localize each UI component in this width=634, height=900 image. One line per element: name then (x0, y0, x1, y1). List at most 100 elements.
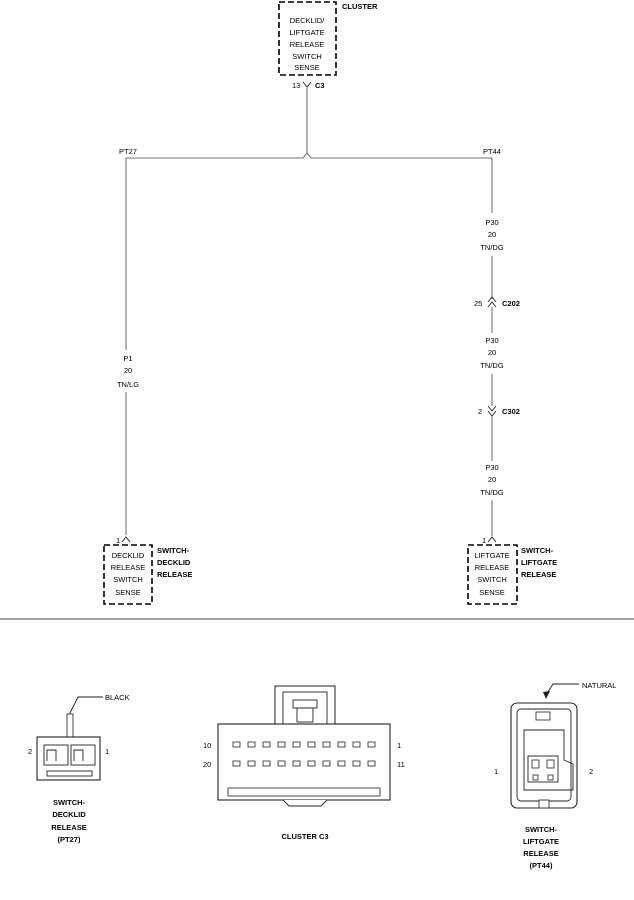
cluster-pin-number: 13 (292, 81, 300, 90)
natural-color-label: NATURAL (582, 681, 616, 690)
pt27-caption-2: DECKLID (52, 810, 86, 819)
c3-latch-stem (296, 707, 314, 723)
pt44-inner (516, 708, 572, 802)
c3-cavity (247, 760, 256, 767)
switch-left-label-3: RELEASE (157, 570, 192, 579)
natural-leader-line (545, 683, 579, 696)
c3-cavity (277, 760, 286, 767)
c3-bottom-rail (227, 787, 381, 797)
cluster-title: CLUSTER (342, 2, 378, 11)
black-leader-line (68, 696, 103, 716)
wire-right-1-gauge: 20 (488, 230, 496, 239)
pt44-caption-3: RELEASE (523, 849, 558, 858)
switch-right-box-line-1: LIFTGATE (474, 551, 509, 560)
switch-right-label-2: LIFTGATE (521, 558, 557, 567)
cluster-box-line-5: SENSE (294, 63, 319, 72)
pt44-terminal-2 (546, 759, 555, 769)
switch-left-box-line-3: SWITCH (113, 575, 143, 584)
wire-right-2-color: TN/DG (480, 361, 503, 370)
switch-right-label-1: SWITCH- (521, 546, 554, 555)
connector-view-pt44: NATURAL 1 2 SWITCH- LIFTGATE RELEASE (PT… (494, 681, 616, 870)
c3-key (282, 799, 328, 807)
c3-cavity (352, 760, 361, 767)
pt44-pin-2: 2 (589, 767, 593, 776)
pt44-caption-2: LIFTGATE (523, 837, 559, 846)
c3-caption: CLUSTER C3 (281, 832, 328, 841)
wire-left-color: TN/LG (117, 380, 139, 389)
c3-cavity (307, 741, 316, 748)
c3-cavity (277, 741, 286, 748)
cluster-connector-symbol (302, 81, 312, 88)
switch-right-label-3: RELEASE (521, 570, 556, 579)
c3-cavities (232, 741, 376, 767)
switch-left-box (103, 544, 153, 605)
c3-pin-20: 20 (203, 760, 211, 769)
cluster-box-line-1: DECKLID/ (290, 16, 326, 25)
switch-right-pin-symbol (487, 536, 497, 543)
switch-left-pin-symbol (121, 536, 131, 543)
splice-right-label: PT44 (483, 147, 501, 156)
pt44-bottom-tab (538, 799, 550, 809)
cluster-connector-name: C3 (315, 81, 325, 90)
c202-connector-symbol (487, 296, 497, 308)
switch-left-label-2: DECKLID (157, 558, 191, 567)
wire-right-3-circuit: P30 (485, 463, 498, 472)
pt44-pin-1: 1 (494, 767, 498, 776)
switch-right-box-line-2: RELEASE (475, 563, 510, 572)
c3-cavity (322, 741, 331, 748)
c3-pin-11: 11 (397, 760, 405, 769)
switch-right-pin: 1 (482, 536, 486, 545)
c302-pin: 2 (478, 407, 482, 416)
c202-pin: 25 (474, 299, 482, 308)
pt27-wire-tail (66, 713, 74, 738)
switch-right-box-line-3: SWITCH (477, 575, 507, 584)
c202-name: C202 (502, 299, 520, 308)
cluster-box-line-4: SWITCH (292, 52, 322, 61)
pt27-lock-bar (46, 770, 93, 777)
c3-cavity (232, 741, 241, 748)
wire-right-1-color: TN/DG (480, 243, 503, 252)
pt27-caption-1: SWITCH- (53, 798, 86, 807)
natural-leader-arrow (543, 691, 550, 699)
wire-left-gauge: 20 (124, 366, 132, 375)
c3-cavity (337, 760, 346, 767)
connector-view-c3: 10 1 20 11 CLUSTER C3 (203, 685, 405, 841)
switch-left-pin: 1 (116, 536, 120, 545)
pt44-pin-hole-2 (547, 774, 554, 781)
black-color-label: BLACK (105, 693, 130, 702)
pt44-caption-1: SWITCH- (525, 825, 558, 834)
wire-left-circuit: P1 (123, 354, 132, 363)
c3-cavity (247, 741, 256, 748)
switch-right-box-line-4: SENSE (479, 588, 504, 597)
switch-left-label-1: SWITCH- (157, 546, 190, 555)
pt44-terminal-1 (531, 759, 540, 769)
c3-pin-1: 1 (397, 741, 401, 750)
splice-left-label: PT27 (119, 147, 137, 156)
wire-right-1-circuit: P30 (485, 218, 498, 227)
c3-pin-10: 10 (203, 741, 211, 750)
pt44-caption-4: (PT44) (530, 861, 553, 870)
pt44-cavity-outline (523, 729, 574, 791)
c3-cavity (307, 760, 316, 767)
pt44-pin-hole-1 (532, 774, 539, 781)
wire-right-2-gauge: 20 (488, 348, 496, 357)
connector-view-pt27: BLACK 2 1 SWITCH- DECKLID RELEASE (PT27) (28, 693, 130, 844)
cluster-box-text: DECKLID/ LIFTGATE RELEASE SWITCH SENSE (289, 16, 325, 72)
c3-cavity (337, 741, 346, 748)
c3-cavity (262, 760, 271, 767)
c3-cavity (367, 741, 376, 748)
wire-right-3-gauge: 20 (488, 475, 496, 484)
pt44-top-tab (535, 711, 551, 721)
pt27-caption-3: RELEASE (51, 823, 86, 832)
c302-name: C302 (502, 407, 520, 416)
c3-body (217, 723, 391, 801)
wire-right-3-color: TN/DG (480, 488, 503, 497)
c3-cavity (367, 760, 376, 767)
switch-left-box-line-2: RELEASE (111, 563, 146, 572)
cluster-box-line-3: RELEASE (290, 40, 325, 49)
c3-cavity (262, 741, 271, 748)
c3-cavity (352, 741, 361, 748)
pt27-terminals (46, 749, 84, 761)
c3-cavity (292, 741, 301, 748)
